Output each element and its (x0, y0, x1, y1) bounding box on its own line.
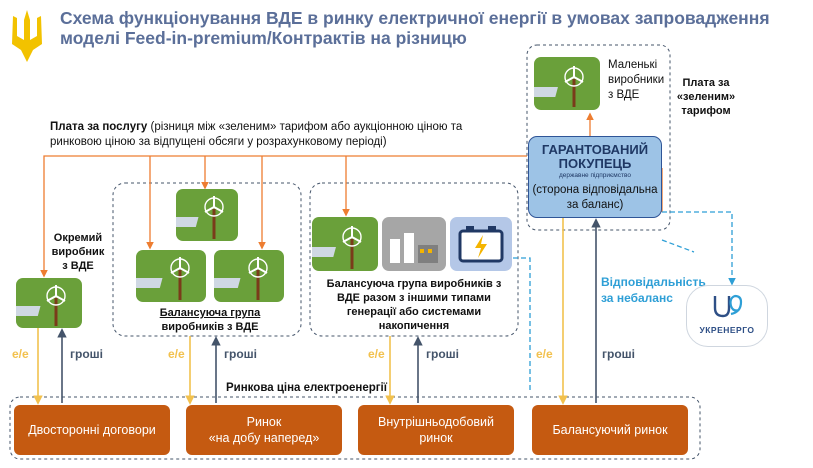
wind-solar-icon (529, 66, 584, 107)
power-plant-icon (390, 233, 438, 263)
service-payment-label: Плата за послугу (різниця між «зеленим» … (50, 121, 463, 148)
guaranteed-buyer-box: ГАРАНТОВАНИЙ ПОКУПЕЦЬ державне підприємс… (528, 136, 662, 218)
money-label-1: гроші (70, 347, 103, 361)
individual-producer-tile (11, 278, 82, 328)
money-label-3: гроші (426, 347, 459, 361)
energy-label-3: е/е (368, 347, 385, 361)
power-plant-tile (382, 217, 446, 271)
wind-solar-icon (11, 285, 66, 326)
market-price-label: Ринкова ціна електроенергії (226, 382, 387, 394)
market-intraday: Внутрішньодобовий ринок (358, 405, 514, 455)
market-balancing: Балансуючий ринок (532, 405, 688, 455)
storage-tile (450, 217, 512, 271)
payment-line-main (40, 155, 527, 278)
group-producer-tile-right (209, 250, 284, 302)
ukrenergo-mark-icon (713, 294, 743, 318)
guaranteed-buyer-name: ГАРАНТОВАНИЙ ПОКУПЕЦЬ (541, 142, 649, 171)
guaranteed-buyer-subtitle: державне підприємство (559, 172, 631, 179)
small-producers-label: Маленькі виробники з ВДЕ (608, 59, 665, 101)
wind-solar-icon (307, 226, 362, 269)
group-container-mixed (309, 182, 519, 337)
wind-solar-icon (209, 257, 268, 300)
group-container-small (526, 44, 671, 231)
page-title: Схема функціонування ВДЕ в ринку електри… (60, 8, 800, 48)
guaranteed-buyer-note: (сторона відповідальна за баланс) (532, 184, 658, 211)
mixed-group-label: Балансуюча група виробників з ВДЕ разом … (326, 278, 502, 332)
wind-solar-icon (171, 196, 224, 239)
title-line-1: Схема функціонування ВДЕ в ринку електри… (60, 8, 770, 28)
energy-label-4: е/е (536, 347, 553, 361)
mixed-group-res-tile (307, 217, 378, 271)
group-producer-tile-left (131, 250, 206, 302)
money-label-4: гроші (602, 347, 635, 361)
wind-solar-icon (131, 257, 190, 300)
individual-producer-label: Окремий виробник з ВДЕ (51, 232, 105, 272)
small-producer-tile (529, 57, 600, 110)
battery-icon (458, 226, 504, 263)
ukrenergo-logo: УКРЕНЕРГО (686, 285, 768, 347)
group-producer-tile-top (171, 189, 238, 241)
group-container-res (112, 182, 302, 337)
energy-label-2: е/е (168, 347, 185, 361)
money-label-2: гроші (224, 347, 257, 361)
energy-label-1: е/е (12, 347, 29, 361)
title-line-2: моделі Feed-in-premium/Контрактів на різ… (60, 28, 467, 48)
imbalance-responsibility-label: Відповідальність за небаланс (601, 275, 706, 305)
green-tariff-label: Плата за «зеленим» тарифом (676, 77, 736, 117)
market-bilateral: Двосторонні договори (14, 405, 170, 455)
res-group-label: Балансуюча група виробників з ВДЕ (159, 307, 261, 333)
market-day-ahead: Ринок «на добу наперед» (186, 405, 342, 455)
trident-emblem-icon (12, 10, 42, 62)
